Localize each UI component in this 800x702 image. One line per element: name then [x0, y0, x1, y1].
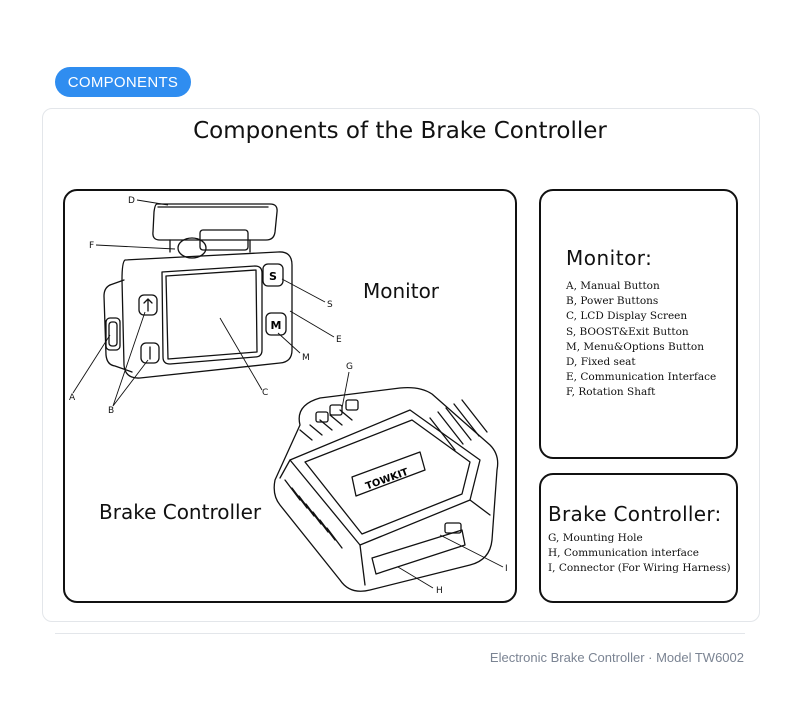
legend-item: D, Fixed seat [566, 356, 636, 369]
callout-d: D [128, 196, 135, 206]
monitor-body [103, 251, 293, 379]
diagram-frame [63, 189, 517, 603]
callout-b: B [108, 406, 114, 416]
brake-controller-body [273, 386, 499, 592]
fixed-seat-d [152, 203, 278, 259]
legend-item: B, Power Buttons [566, 295, 659, 308]
components-card [42, 108, 760, 622]
callout-s: S [327, 300, 333, 310]
section-tag: COMPONENTS [55, 67, 191, 97]
callout-i: I [505, 564, 508, 574]
brake-legend-list: G, Mounting Hole H, Communication interf… [548, 531, 731, 577]
brake-legend-heading: Brake Controller: [548, 502, 722, 526]
callout-a: A [69, 393, 76, 403]
legend-item: E, Communication Interface [566, 371, 717, 384]
legend-item: M, Menu&Options Button [566, 340, 704, 353]
monitor-legend-heading: Monitor: [566, 246, 653, 270]
callout-m: M [302, 353, 310, 363]
monitor-legend-list: A, Manual Button B, Power Buttons C, LCD… [566, 279, 716, 401]
legend-item: G, Mounting Hole [548, 532, 643, 544]
m-button-glyph: M [271, 319, 282, 332]
monitor-diagram-label: Monitor [363, 279, 440, 303]
legend-item: A, Manual Button [566, 280, 660, 292]
callout-f: F [89, 241, 94, 251]
callout-c: C [262, 388, 268, 398]
monitor-legend-panel [539, 189, 738, 459]
callout-g: G [346, 362, 353, 372]
legend-item: S, BOOST&Exit Button [566, 325, 689, 338]
page-title: Components of the Brake Controller [193, 118, 607, 144]
footer-caption: Electronic Brake Controller · Model TW60… [489, 650, 744, 665]
brake-legend-panel [539, 473, 738, 603]
callout-h: H [436, 586, 443, 596]
footer-divider [55, 633, 745, 634]
legend-item: H, Communication interface [548, 547, 699, 560]
legend-item: I, Connector (For Wiring Harness) [548, 562, 731, 575]
s-button-glyph: S [269, 270, 277, 283]
callout-e: E [336, 335, 342, 345]
brake-diagram-label: Brake Controller [99, 500, 262, 524]
legend-item: F, Rotation Shaft [566, 386, 656, 399]
legend-item: C, LCD Display Screen [566, 310, 688, 323]
